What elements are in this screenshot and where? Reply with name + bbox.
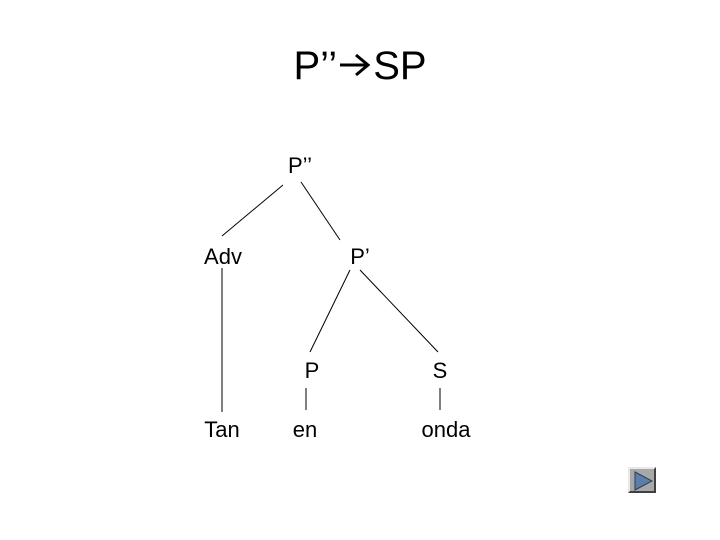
edge-pbar-s — [359, 269, 439, 353]
title-right: SP — [373, 44, 427, 88]
node-en: en — [292, 417, 318, 442]
node-adv: Adv — [204, 244, 242, 269]
node-tan: Tan — [204, 417, 240, 442]
title-left: P’’ — [293, 44, 338, 88]
node-s: S — [432, 358, 448, 383]
node-onda: onda — [421, 417, 471, 442]
right-arrow-icon — [338, 41, 372, 89]
play-triangle-icon — [634, 471, 653, 491]
edge-root-pbar — [300, 181, 341, 241]
node-pbar: P’ — [350, 244, 370, 269]
next-slide-button[interactable] — [628, 467, 656, 493]
node-p: P — [304, 358, 320, 383]
slide-title: P’’ SP — [0, 42, 720, 92]
edge-root-adv — [221, 184, 284, 237]
node-root: P’’ — [287, 153, 313, 178]
edge-pbar-p — [309, 269, 351, 353]
